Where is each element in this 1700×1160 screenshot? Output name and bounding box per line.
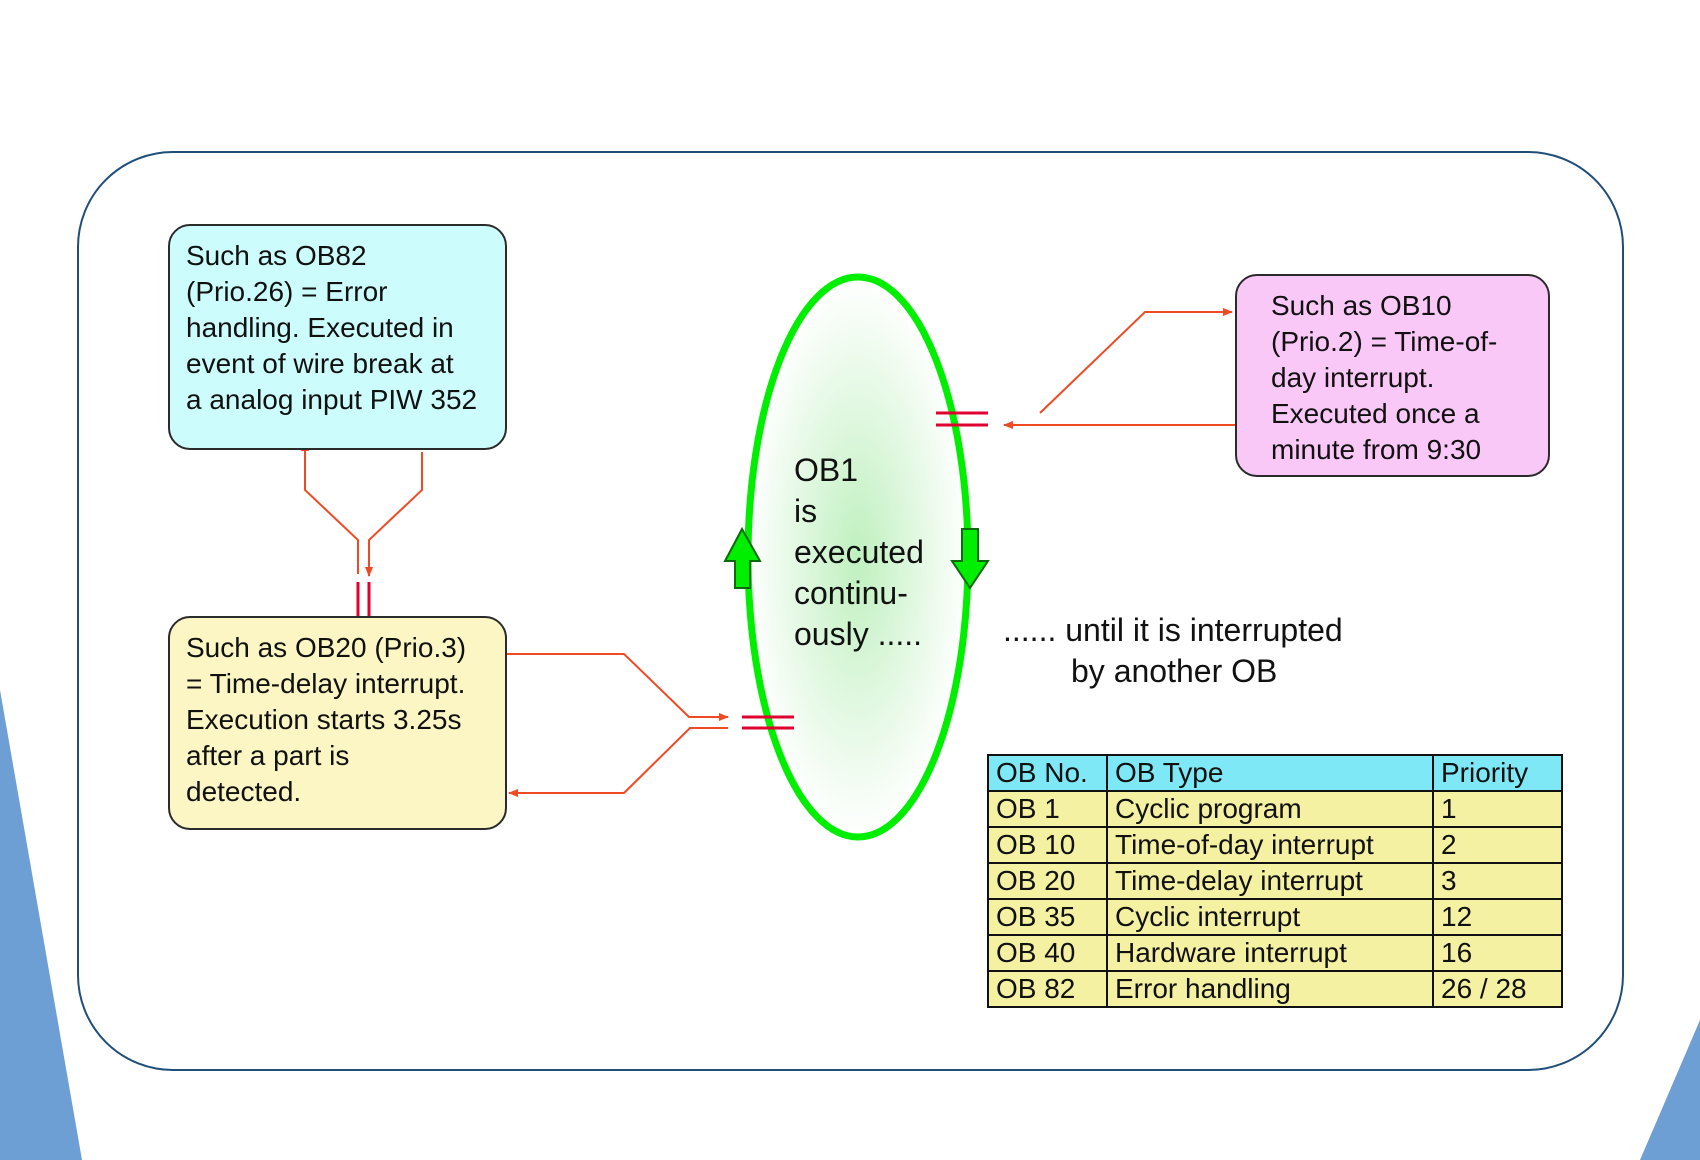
table-cell: 3 xyxy=(1432,862,1563,900)
table-row: OB 20 Time-delay interrupt 3 xyxy=(987,862,1563,900)
table-cell: 26 / 28 xyxy=(1432,970,1563,1008)
ob10-line: Such as OB10 xyxy=(1271,290,1452,321)
table-row: OB 40 Hardware interrupt 16 xyxy=(987,934,1563,972)
ob10-line: minute from 9:30 xyxy=(1271,434,1482,465)
table-cell: 1 xyxy=(1432,790,1563,828)
ob20-line: after a part is xyxy=(186,740,350,771)
table-row: OB 10 Time-of-day interrupt 2 xyxy=(987,826,1563,864)
ob1-label-line: executed xyxy=(794,534,924,570)
table-row: OB 35 Cyclic interrupt 12 xyxy=(987,898,1563,936)
interrupt-note-line: ...... until it is interrupted xyxy=(1003,612,1343,648)
table-cell: OB 82 xyxy=(987,970,1108,1008)
ob20-line: = Time-delay interrupt. xyxy=(186,668,466,699)
interrupt-note: ...... until it is interrupted by anothe… xyxy=(1003,610,1343,692)
column-header: OB No. xyxy=(987,754,1108,792)
ob-priority-table: OB No. OB Type Priority OB 1 Cyclic prog… xyxy=(987,754,1563,1008)
ob82-line: Such as OB82 xyxy=(186,240,367,271)
table-cell: OB 1 xyxy=(987,790,1108,828)
ob10-line: day interrupt. xyxy=(1271,362,1435,393)
ob82-call-arrow xyxy=(365,452,423,577)
table-cell: Time-delay interrupt xyxy=(1106,862,1434,900)
interrupt-break-ob20 xyxy=(742,715,794,730)
ob20-return-arrow xyxy=(508,727,728,797)
ob10-line: (Prio.2) = Time-of- xyxy=(1271,326,1498,357)
ob10-call-arrow xyxy=(1039,308,1233,414)
table-cell: 16 xyxy=(1432,934,1563,972)
interrupt-break-ob10 xyxy=(936,411,988,427)
ob20-call-arrow xyxy=(507,653,729,721)
ob82-line: event of wire break at xyxy=(186,348,454,379)
table-header-row: OB No. OB Type Priority xyxy=(987,754,1563,792)
table-cell: OB 10 xyxy=(987,826,1108,864)
table-cell: OB 35 xyxy=(987,898,1108,936)
ob82-return-arrow xyxy=(301,441,359,574)
table-cell: 12 xyxy=(1432,898,1563,936)
ob82-line: a analog input PIW 352 xyxy=(186,384,478,415)
table-cell: Time-of-day interrupt xyxy=(1106,826,1434,864)
ob1-label-line: continu- xyxy=(794,575,908,611)
corner-decoration-right xyxy=(1640,1020,1700,1160)
diagram-frame xyxy=(77,151,1624,1071)
table-cell: Cyclic interrupt xyxy=(1106,898,1434,936)
ob1-cycle-label: OB1 is executed continu- ously ..... xyxy=(794,450,924,655)
table-row: OB 82 Error handling 26 / 28 xyxy=(987,970,1563,1008)
ob1-label-line: ously ..... xyxy=(794,616,923,652)
column-header: OB Type xyxy=(1106,754,1434,792)
ob10-line: Executed once a xyxy=(1271,398,1480,429)
column-header: Priority xyxy=(1432,754,1563,792)
ob1-label-line: is xyxy=(794,493,818,529)
ob20-line: Execution starts 3.25s xyxy=(186,704,462,735)
table-row: OB 1 Cyclic program 1 xyxy=(987,790,1563,828)
table-cell: OB 40 xyxy=(987,934,1108,972)
table-cell: 2 xyxy=(1432,826,1563,864)
ob1-label-line: OB1 xyxy=(794,452,859,488)
ob82-line: handling. Executed in xyxy=(186,312,454,343)
cycle-up-arrow-icon xyxy=(723,526,762,589)
cycle-down-arrow-icon xyxy=(950,528,990,590)
table-cell: OB 20 xyxy=(987,862,1108,900)
ob20-line: Such as OB20 (Prio.3) xyxy=(186,632,467,663)
ob82-description-box: Such as OB82 (Prio.26) = Error handling.… xyxy=(168,224,507,450)
table-cell: Error handling xyxy=(1106,970,1434,1008)
ob20-description-box: Such as OB20 (Prio.3) = Time-delay inter… xyxy=(168,616,507,830)
table-cell: Cyclic program xyxy=(1106,790,1434,828)
interrupt-note-line: by another OB xyxy=(1071,653,1278,689)
ob20-line: detected. xyxy=(186,776,302,807)
ob10-description-box: Such as OB10 (Prio.2) = Time-of- day int… xyxy=(1235,274,1550,477)
ob82-line: (Prio.26) = Error xyxy=(186,276,388,307)
table-cell: Hardware interrupt xyxy=(1106,934,1434,972)
